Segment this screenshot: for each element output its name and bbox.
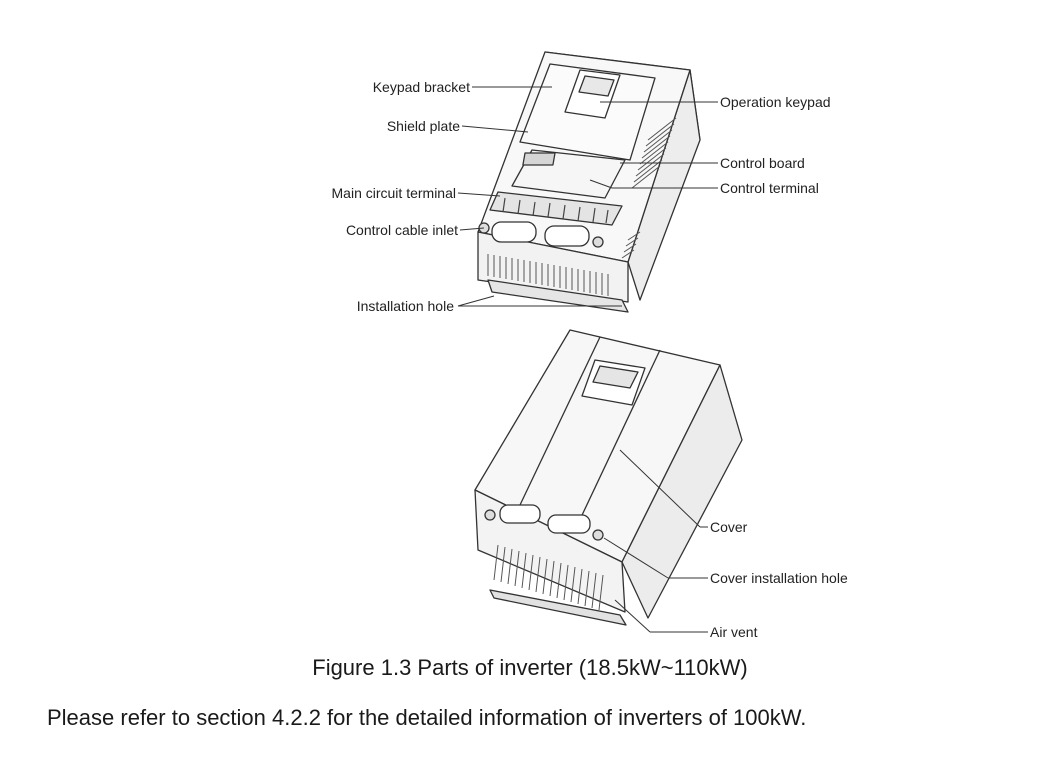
cover-installation-hole-label: Cover installation hole xyxy=(710,570,848,586)
control-board-label: Control board xyxy=(720,155,805,171)
inverter-parts-figure: Keypad bracket Operation keypad Shield p… xyxy=(332,51,848,640)
shield-plate-label: Shield plate xyxy=(387,118,460,134)
control-terminal-label: Control terminal xyxy=(720,180,819,196)
covered-inverter-illustration xyxy=(474,329,743,626)
main-circuit-terminal-label: Main circuit terminal xyxy=(332,185,456,201)
figure-caption: Figure 1.3 Parts of inverter (18.5kW~110… xyxy=(312,655,748,680)
body-text-note: Please refer to section 4.2.2 for the de… xyxy=(47,705,807,730)
keypad-bracket-label: Keypad bracket xyxy=(373,79,470,95)
operation-keypad-label: Operation keypad xyxy=(720,94,831,110)
control-cable-inlet-label: Control cable inlet xyxy=(346,222,458,238)
leader-lines xyxy=(457,86,718,633)
open-inverter-illustration xyxy=(477,51,701,313)
cover-label: Cover xyxy=(710,519,748,535)
installation-hole-label: Installation hole xyxy=(357,298,455,314)
air-vent-label: Air vent xyxy=(710,624,758,640)
